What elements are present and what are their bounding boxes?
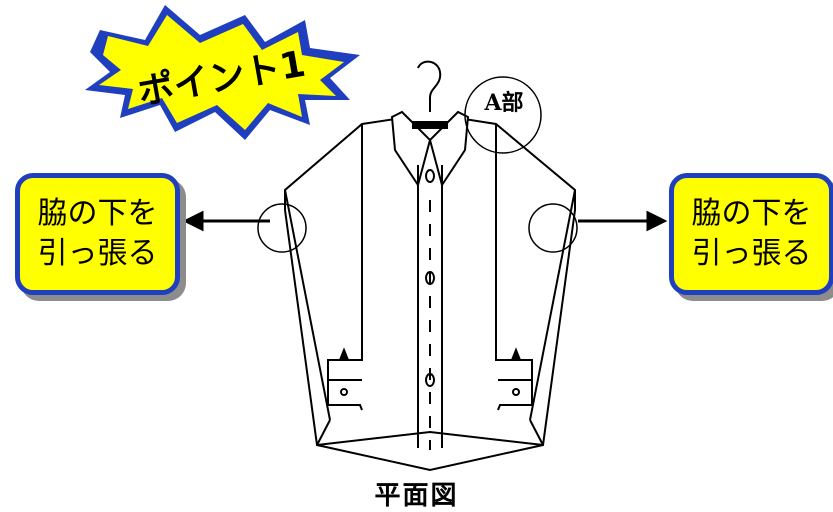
- placket-details: [425, 169, 435, 450]
- collar-band: [412, 121, 448, 129]
- arrow-left-head: [182, 210, 204, 232]
- detail-circle-a: [464, 76, 542, 154]
- hanger-icon: [417, 60, 442, 112]
- callout-left: 脇の下を 引っ張る: [15, 173, 180, 295]
- collar-left: [390, 110, 432, 188]
- starburst-inner: [99, 15, 344, 130]
- callout-left-text: 脇の下を 引っ張る: [37, 196, 158, 271]
- focus-circles: [257, 76, 578, 253]
- shirt-outline: [284, 110, 576, 472]
- shirt-button: [425, 169, 435, 183]
- callout-right: 脇の下を 引っ張る: [669, 173, 833, 295]
- collar-right: [428, 110, 470, 188]
- sleeve-right: [495, 124, 533, 411]
- underarm-circle-left: [257, 203, 307, 253]
- detail-label: A部: [483, 90, 523, 116]
- point-badge: ポイント1: [85, 5, 360, 140]
- underarm-circle-right: [528, 203, 578, 253]
- pull-arrows: [182, 210, 668, 232]
- sleeve-left: [327, 124, 363, 411]
- diagram-caption: 平面図: [374, 481, 459, 511]
- callout-right-text: 脇の下を 引っ張る: [691, 196, 812, 271]
- arrow-right-head: [646, 210, 668, 232]
